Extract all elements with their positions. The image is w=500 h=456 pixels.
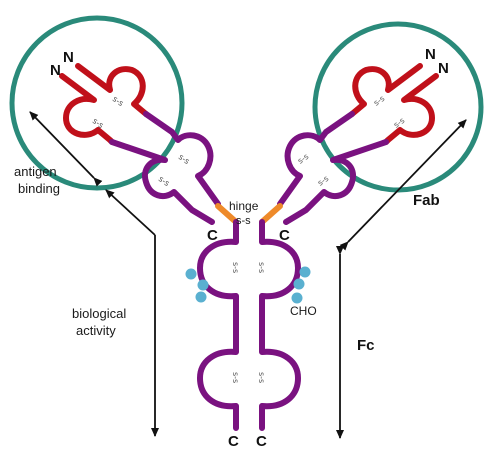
heavy-chain-left [109,111,221,225]
fc-heavy-chains [197,219,301,431]
ss-bond: s-s [231,372,240,383]
light-chain-left [59,63,149,145]
biological-activity-arrow-upper [105,189,156,236]
n-terminus-label: N [63,49,74,66]
cho-label: CHO [290,304,317,318]
cho-dot [197,279,209,291]
fab-circle-left [9,15,185,191]
c-terminus-label-right: C [279,227,290,244]
ss-bond: s-s [177,152,191,166]
ss-bond: s-s [91,116,105,130]
heavy-chain-right [277,111,389,225]
cho-dot [299,266,311,278]
n-terminus-label: N [438,60,449,77]
n-terminus-label: N [50,62,61,79]
hinge-right [259,203,283,225]
fab-label: Fab [413,192,440,209]
hinge-label: hinge [229,199,259,213]
ss-bond: s-s [111,94,125,108]
ss-bond: s-s [231,262,240,273]
fab-arrow [339,119,467,251]
ss-bond: s-s [316,174,330,188]
antigen-binding-label-line2: binding [18,181,60,196]
light-chain-right [349,63,439,145]
hinge-ss-label: s-s [236,215,251,227]
biological-activity-label: biological [72,306,126,321]
arrows [29,111,467,439]
cho-dot [291,292,303,304]
ss-bond: s-s [372,94,386,108]
n-terminus-label: N [425,46,436,63]
c-terminus-label-bottom-left: C [228,433,239,450]
ss-bond: s-s [296,152,310,166]
c-terminus-label-bottom-right: C [256,433,267,450]
fc-label: Fc [357,337,375,354]
antigen-binding-arrow [29,111,103,187]
fab-circle-right [312,21,484,193]
ss-bond: s-s [157,174,171,188]
biological-activity-label-line2: activity [76,323,116,338]
carbohydrate-dots [185,266,311,304]
ss-bond: s-s [257,262,266,273]
cho-dot [293,278,305,290]
hinge-left [215,203,239,225]
cho-dot [185,268,197,280]
ss-bond: s-s [392,116,406,130]
c-terminus-label-left: C [207,227,218,244]
ss-bond: s-s [257,372,266,383]
antigen-binding-label: antigen [14,164,57,179]
cho-dot [195,291,207,303]
